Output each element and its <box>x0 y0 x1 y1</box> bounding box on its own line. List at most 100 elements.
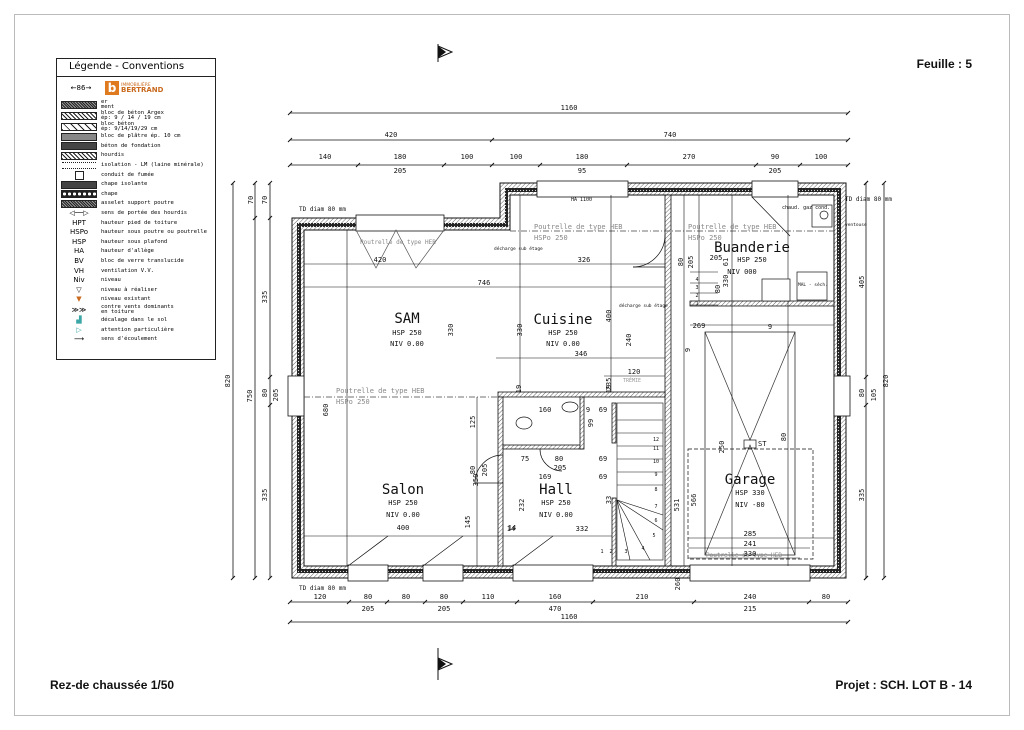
logo-measure: 86 <box>76 83 86 92</box>
dim-top: 90 <box>771 153 779 161</box>
dimension-tick <box>230 180 236 186</box>
dimension-tick <box>624 162 630 168</box>
inner-dimension-label: 260 <box>674 578 682 591</box>
legend-item: bloc de plâtre ép. 10 cm <box>57 132 215 142</box>
legend-item: chape isolante <box>57 180 215 190</box>
inner-dimension-label: 125 <box>469 416 477 429</box>
svg-text:7: 7 <box>654 504 657 510</box>
dim-bottom: 80 <box>402 593 410 601</box>
dimension-tick <box>845 599 851 605</box>
svg-text:NIV 0.00: NIV 0.00 <box>386 511 420 519</box>
legend-label: er ment <box>101 98 115 110</box>
dimension-tick <box>881 180 887 186</box>
inner-dimension-label: 19 <box>515 385 523 393</box>
legend-item: chape <box>57 190 215 200</box>
legend-symbol-icon: ▼ <box>76 295 82 304</box>
washing-machine-icon <box>796 271 828 301</box>
dim-top: 180 <box>576 153 589 161</box>
dimension-tick <box>845 137 851 143</box>
beam-note: Poutrelle de type HEB <box>360 239 436 246</box>
legend-label: contre vents dominants en toiture <box>101 304 174 316</box>
inner-dimension-label: 235 <box>605 378 613 391</box>
svg-text:4: 4 <box>641 546 644 552</box>
sheet-border <box>14 14 1010 716</box>
dim-left: 80 <box>261 389 269 397</box>
ha-note: HA 1100 <box>571 197 592 203</box>
dimension-tick <box>287 599 293 605</box>
svg-text:Hall: Hall <box>539 482 573 498</box>
legend-label: isolation - LM (laine minérale) <box>101 162 204 169</box>
dim-right: 80 <box>858 389 866 397</box>
dim-bottom-sub: 205 <box>362 605 375 613</box>
legend-item: ▷attention particulière <box>57 325 215 335</box>
inner-dimension-label: 9 <box>586 406 590 414</box>
svg-text:3: 3 <box>624 549 627 555</box>
dimension-tick <box>691 599 697 605</box>
dim-left: 70 <box>247 196 255 204</box>
decharge-note: décharge sub étage <box>494 245 543 252</box>
svg-text:HSP 250: HSP 250 <box>541 499 571 507</box>
windows <box>287 180 851 582</box>
dim-right: 105 <box>870 389 878 402</box>
bertrand-logo-icon: b <box>105 81 119 95</box>
legend-symbol-icon <box>57 180 101 189</box>
dimension-ticks <box>230 110 887 625</box>
svg-text:9: 9 <box>654 472 657 478</box>
dimension-tick <box>230 575 236 581</box>
door-swings <box>347 196 814 567</box>
inner-dimension-label: 205 <box>687 256 695 269</box>
dimension-tick <box>422 599 428 605</box>
inner-dimension-label: 531 <box>673 499 681 512</box>
legend-symbol-icon <box>57 132 101 141</box>
inner-dimension-label: 400 <box>605 310 613 323</box>
dim-top: 270 <box>683 153 696 161</box>
dimension-tick <box>881 575 887 581</box>
dim-bottom: 110 <box>482 593 495 601</box>
interior-walls <box>497 194 835 567</box>
legend-label: niveau existant <box>101 296 151 303</box>
inner-dimension-label: 69 <box>599 473 607 481</box>
dim-bottom: 80 <box>440 593 448 601</box>
legend-label: bloc de plâtre ép. 10 cm <box>101 133 181 140</box>
hspo-note: HSPo 250 <box>688 234 722 242</box>
legend-label: hauteur sous poutre ou poutrelle <box>101 229 207 236</box>
project-title: Projet : SCH. LOT B - 14 <box>835 678 972 692</box>
dim-right: 405 <box>858 276 866 289</box>
svg-text:4: 4 <box>695 277 698 283</box>
dimension-tick <box>355 162 361 168</box>
inner-dimension-label: 19 <box>0 0 4 2</box>
inner-dimension-label: 240 <box>625 334 633 347</box>
dim-top-sub: 205 <box>394 167 407 175</box>
hspo-note: HSPo 250 <box>336 398 370 406</box>
inner-dimension-label: 566 <box>690 494 698 507</box>
inner-dimension-lines <box>304 195 834 566</box>
svg-text:1: 1 <box>695 301 698 307</box>
legend-symbol-icon <box>57 111 101 120</box>
dim-left: 335 <box>261 489 269 502</box>
svg-text:11: 11 <box>653 446 659 452</box>
legend-symbol-icon <box>57 151 101 160</box>
legend-symbol-icon <box>57 199 101 208</box>
inner-dimension-label: 80 <box>555 455 563 463</box>
inner-dimension-label: 80 <box>469 466 477 474</box>
dimension-tick <box>845 110 851 116</box>
dim-bottom: 240 <box>744 593 757 601</box>
inner-dimension-label: 346 <box>575 350 588 358</box>
inner-dimension-label: 330 <box>447 324 455 337</box>
ventouse-note: ventouse <box>845 222 867 228</box>
dim-top-sub: 205 <box>769 167 782 175</box>
svg-text:Cuisine: Cuisine <box>533 312 592 328</box>
section-marker-top <box>437 44 454 62</box>
legend-item: ≫≫contre vents dominants en toiture <box>57 304 215 316</box>
inner-dimension-label: 35 <box>0 0 4 2</box>
inner-dimension-label: 232 <box>518 499 526 512</box>
legend-symbol-icon: BV <box>74 257 84 266</box>
legend-label: chape isolante <box>101 181 148 188</box>
window <box>833 375 851 417</box>
